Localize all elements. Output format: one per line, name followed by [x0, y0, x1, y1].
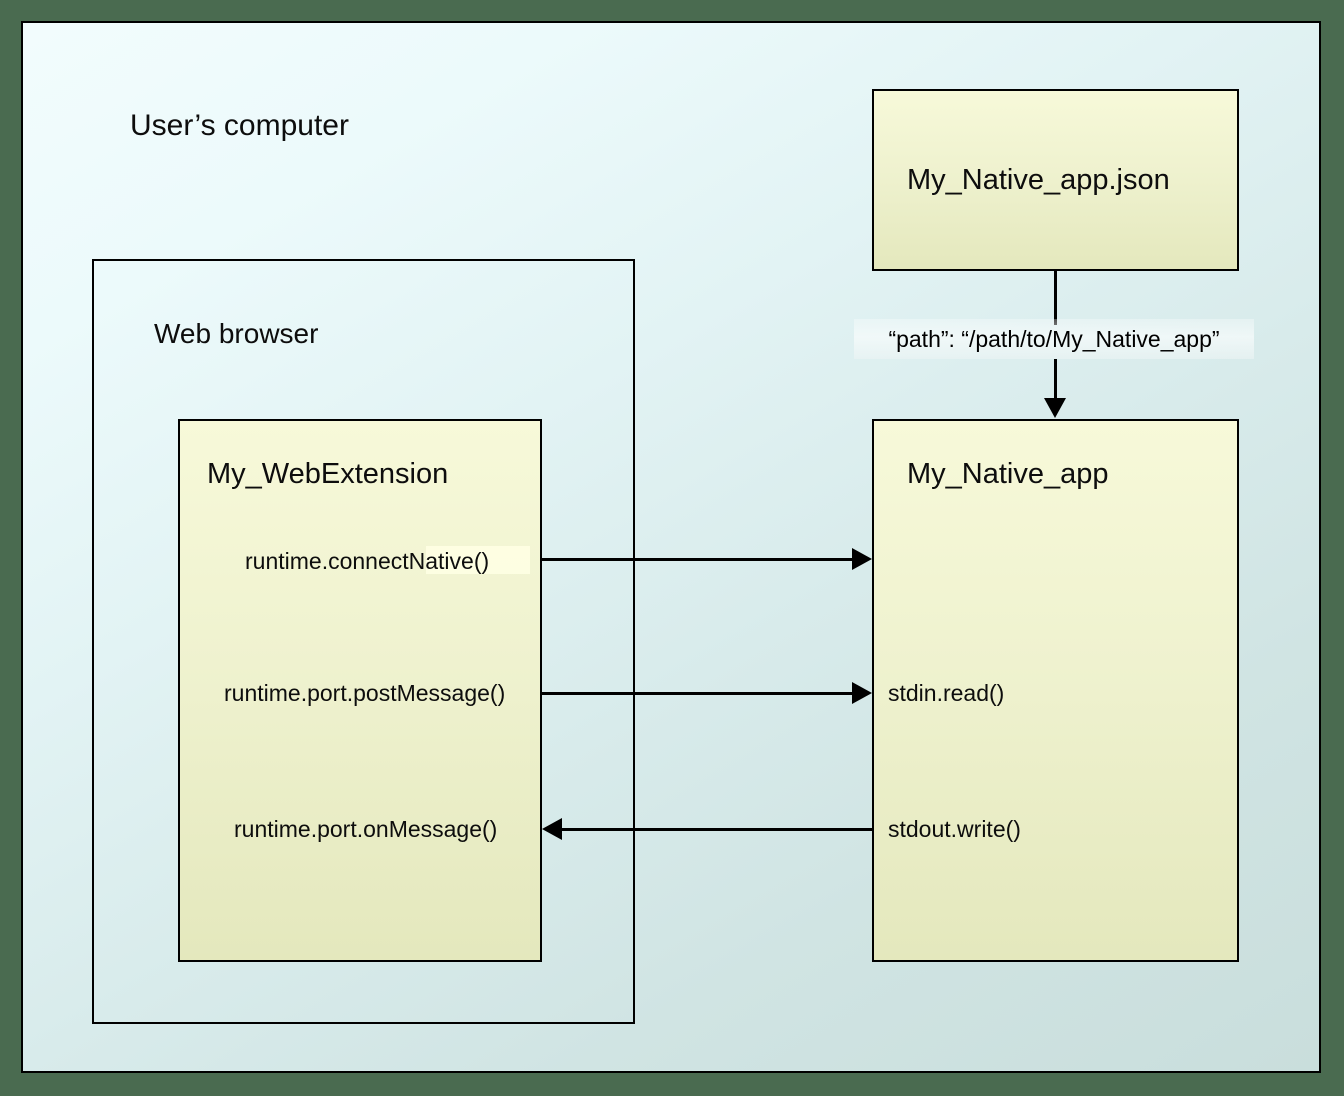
manifest-connector-upper-segment: [1054, 271, 1057, 325]
diagram-canvas: User’s computer Web browser My_WebExtens…: [21, 21, 1321, 1073]
native-app-node[interactable]: [872, 419, 1239, 962]
manifest-node[interactable]: [872, 89, 1239, 271]
web-browser-container: [92, 259, 635, 1024]
post-message-connector-line: [542, 692, 854, 695]
web-browser-title: Web browser: [154, 318, 319, 349]
native-app-title: My_Native_app: [907, 458, 1109, 490]
manifest-connector-lower-segment: [1054, 359, 1057, 401]
webextension-api-post-message[interactable]: runtime.port.postMessage(): [224, 680, 506, 706]
on-message-connector-line: [560, 828, 874, 831]
on-message-arrowhead-left-icon: [542, 818, 562, 840]
connect-native-connector-line: [542, 558, 854, 561]
manifest-path-annotation: “path”: “/path/to/My_Native_app”: [854, 319, 1254, 359]
manifest-path-label: “path”: “/path/to/My_Native_app”: [888, 325, 1220, 352]
connect-native-highlight: [426, 546, 530, 574]
webextension-api-on-message[interactable]: runtime.port.onMessage(): [234, 816, 498, 842]
manifest-title: My_Native_app.json: [907, 164, 1170, 196]
webextension-node[interactable]: [178, 419, 542, 962]
webextension-title: My_WebExtension: [207, 458, 449, 490]
manifest-connector-arrowhead-down-icon: [1044, 398, 1066, 418]
user-computer-title: User’s computer: [130, 109, 349, 142]
webextension-api-connect-native[interactable]: runtime.connectNative(): [245, 548, 490, 574]
native-app-api-stdout-write[interactable]: stdout.write(): [888, 816, 1021, 842]
native-app-api-stdin-read[interactable]: stdin.read(): [888, 680, 1005, 706]
connect-native-arrowhead-right-icon: [852, 548, 872, 570]
post-message-arrowhead-right-icon: [852, 682, 872, 704]
